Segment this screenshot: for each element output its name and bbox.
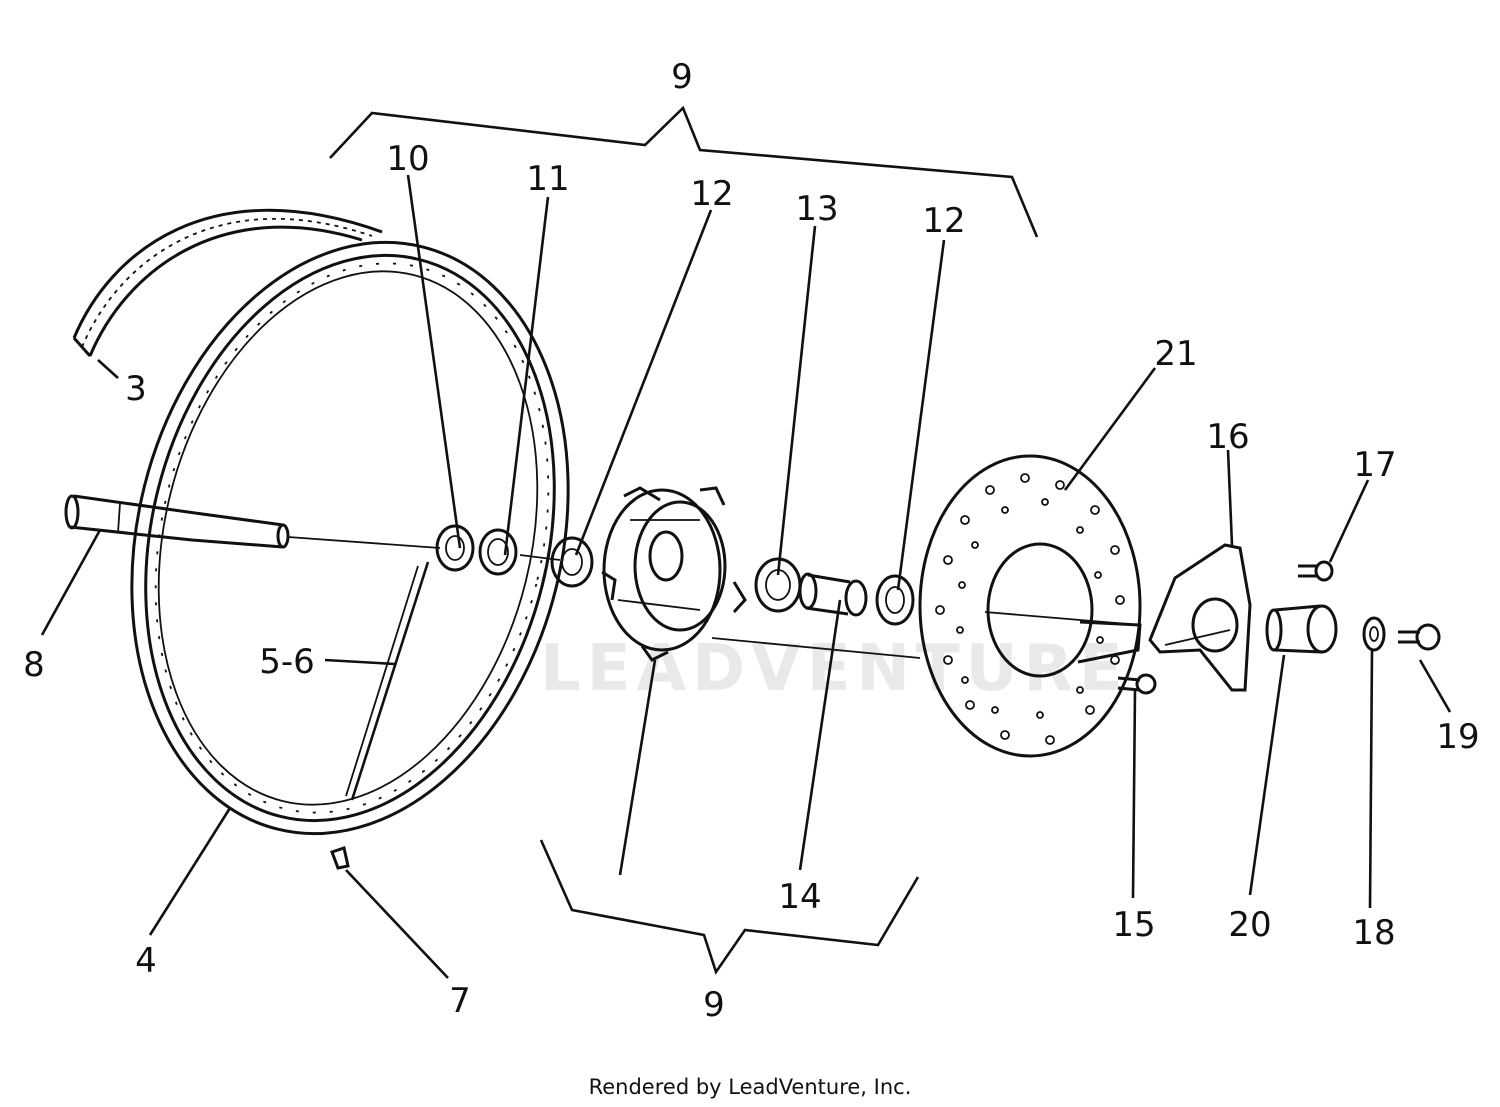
callout-7: 7 — [449, 981, 471, 1021]
callout-15: 15 — [1112, 905, 1155, 945]
flange-bolt — [1298, 560, 1334, 582]
callout-14: 14 — [778, 877, 821, 917]
brake-disc — [918, 454, 1142, 758]
axis-line — [287, 536, 1141, 659]
rendered-by-footer: Rendered by LeadVenture, Inc. — [589, 1075, 912, 1099]
callout-8: 8 — [23, 645, 45, 685]
spacer — [435, 524, 475, 572]
callout-12-left: 12 — [690, 174, 733, 214]
spoke-nipple — [330, 846, 350, 870]
callout-9-bottom: 9 — [703, 985, 725, 1025]
spoke — [350, 561, 430, 801]
axle-nut — [1398, 623, 1441, 651]
axle — [64, 494, 290, 549]
callout-9-top: 9 — [671, 57, 693, 97]
callout-3: 3 — [125, 369, 147, 409]
rim-strip — [72, 208, 383, 357]
bearing-left — [550, 536, 594, 588]
wheel-hub — [601, 486, 747, 662]
drive-flange — [1148, 543, 1252, 692]
wheel-rim — [130, 240, 570, 836]
callout-labels: 9 10 11 12 13 12 21 3 16 17 8 5-6 19 14 … — [23, 57, 1479, 1025]
side-collar — [1265, 604, 1338, 654]
bearing-right — [875, 574, 915, 626]
callout-19: 19 — [1436, 717, 1479, 757]
callout-13: 13 — [795, 189, 838, 229]
callout-18: 18 — [1352, 913, 1395, 953]
spoke-inner — [345, 565, 419, 797]
callout-17: 17 — [1353, 445, 1396, 485]
bracket-bottom — [539, 839, 920, 975]
callout-16: 16 — [1206, 417, 1249, 457]
callout-5-6: 5-6 — [259, 642, 315, 682]
callout-12-right: 12 — [922, 201, 965, 241]
callout-20: 20 — [1228, 905, 1271, 945]
washer — [1362, 616, 1386, 652]
distance-collar — [798, 572, 868, 617]
callout-10: 10 — [386, 139, 429, 179]
callout-4: 4 — [135, 941, 157, 981]
bracket-top — [329, 105, 1039, 238]
leader-lines — [40, 174, 1452, 979]
callout-21: 21 — [1154, 334, 1197, 374]
watermark-text: LEADVENTURE — [540, 632, 1129, 706]
callout-11: 11 — [526, 159, 569, 199]
disc-bolt — [1117, 673, 1157, 695]
oil-seal — [478, 528, 518, 576]
